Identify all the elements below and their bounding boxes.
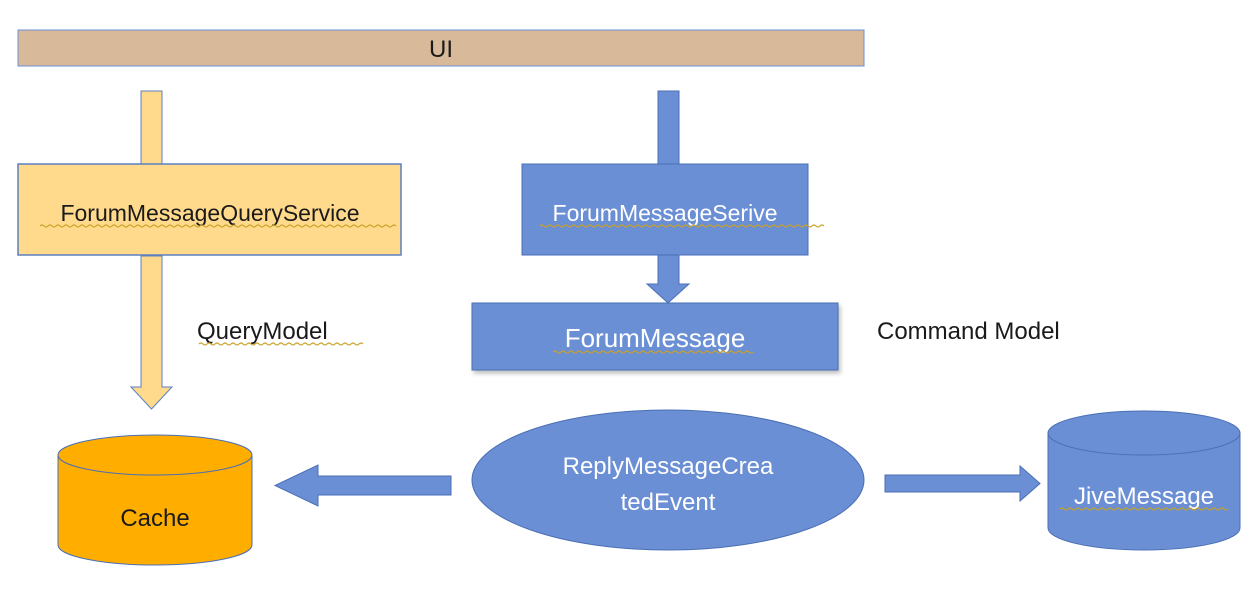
query-model-label: QueryModel [197,318,328,345]
spellcheck-underline [1059,507,1229,511]
arrow-ui-to-query-service [140,90,163,165]
ui-bar-label: UI [429,36,453,63]
reply-message-created-event: ReplyMessageCrea tedEvent [471,409,865,551]
jive-message-label: JiveMessage [1074,483,1214,510]
jive-message-database: JiveMessage [1047,410,1241,551]
arrow-event-to-jive-message [884,464,1041,503]
arrow-event-to-cache [273,464,452,507]
command-service-box: ForumMessageSerive [521,163,825,256]
spellcheck-underline [539,224,825,228]
spellcheck-underline [552,350,754,354]
arrow-ui-to-command-service [657,90,680,165]
ui-bar: UI [17,29,865,67]
cache-database: Cache [57,434,253,566]
cache-label: Cache [120,505,189,532]
command-service-label: ForumMessageSerive [553,200,778,226]
query-service-label: ForumMessageQueryService [60,200,359,226]
command-model-label: Command Model [877,318,1060,345]
spellcheck-underline [39,224,397,228]
query-service-box: ForumMessageQueryService [17,163,402,256]
forum-message-box: ForumMessage [471,302,839,371]
arrow-command-service-to-forum-message [645,254,691,304]
event-label-line1: ReplyMessageCrea [563,453,774,480]
arrow-query-service-to-cache [129,255,174,410]
spellcheck-underline [198,342,364,346]
event-label-line2: tedEvent [621,489,716,516]
forum-message-label: ForumMessage [565,323,746,353]
